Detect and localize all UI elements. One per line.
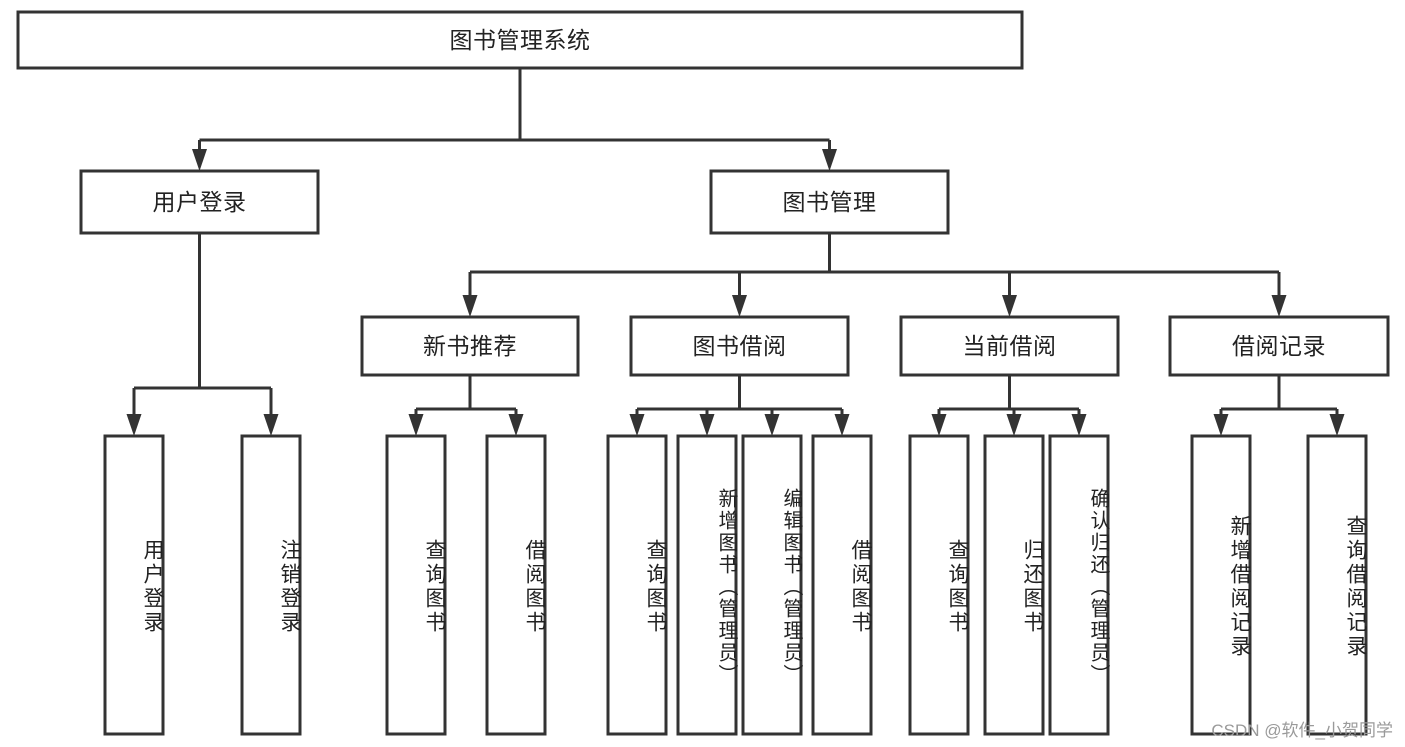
node-box-leaf-borrow-book-rec[interactable]	[485, 434, 547, 736]
node-boxes-layer	[16, 10, 1390, 736]
arrow-head-leaf-add-book-admin	[699, 414, 715, 436]
node-box-leaf-edit-book-admin[interactable]	[741, 434, 803, 736]
arrow-head-leaf-query-book-borrow	[629, 414, 645, 436]
node-box-leaf-user-logout[interactable]	[240, 434, 302, 736]
arrow-head-leaf-user-logout	[263, 414, 279, 436]
node-box-new-book-rec[interactable]	[360, 315, 580, 377]
arrow-head-leaf-query-book-current	[931, 414, 947, 436]
node-box-user-login[interactable]	[79, 169, 320, 235]
node-box-leaf-user-login[interactable]	[103, 434, 165, 736]
arrow-head-user-login	[192, 149, 207, 171]
node-box-leaf-query-book-rec[interactable]	[385, 434, 447, 736]
watermark-text: CSDN @软件_小贺同学	[1211, 721, 1393, 740]
node-box-current-borrow[interactable]	[899, 315, 1120, 377]
node-box-leaf-add-borrow-record[interactable]	[1190, 434, 1252, 736]
node-box-leaf-query-book-current[interactable]	[908, 434, 970, 736]
node-box-leaf-borrow-book[interactable]	[811, 434, 873, 736]
node-box-leaf-query-borrow-record[interactable]	[1306, 434, 1368, 736]
arrow-head-borrow-record	[1271, 295, 1287, 317]
node-box-leaf-add-book-admin[interactable]	[676, 434, 738, 736]
arrow-head-leaf-return-book	[1006, 414, 1022, 436]
arrow-head-leaf-borrow-book-rec	[508, 414, 524, 436]
arrow-head-leaf-confirm-return-admin	[1071, 414, 1087, 436]
arrow-head-book-borrow	[732, 295, 747, 317]
arrow-head-leaf-borrow-book	[834, 414, 850, 436]
node-box-leaf-query-book-borrow[interactable]	[606, 434, 668, 736]
node-box-book-borrow[interactable]	[629, 315, 850, 377]
connectors-layer	[126, 68, 1345, 436]
arrow-head-new-book-rec	[462, 295, 478, 317]
arrow-head-leaf-query-borrow-record	[1329, 414, 1345, 436]
node-box-root[interactable]	[16, 10, 1024, 70]
node-box-leaf-confirm-return-admin[interactable]	[1048, 434, 1110, 736]
node-box-borrow-record[interactable]	[1168, 315, 1390, 377]
node-box-book-manage[interactable]	[709, 169, 950, 235]
arrow-head-leaf-edit-book-admin	[764, 414, 780, 436]
arrow-head-leaf-add-borrow-record	[1213, 414, 1229, 436]
arrow-head-leaf-query-book-rec	[408, 414, 424, 436]
node-box-leaf-return-book[interactable]	[983, 434, 1045, 736]
arrow-head-current-borrow	[1002, 295, 1017, 317]
arrow-head-leaf-user-login	[126, 414, 142, 436]
arrow-head-book-manage	[822, 149, 837, 171]
